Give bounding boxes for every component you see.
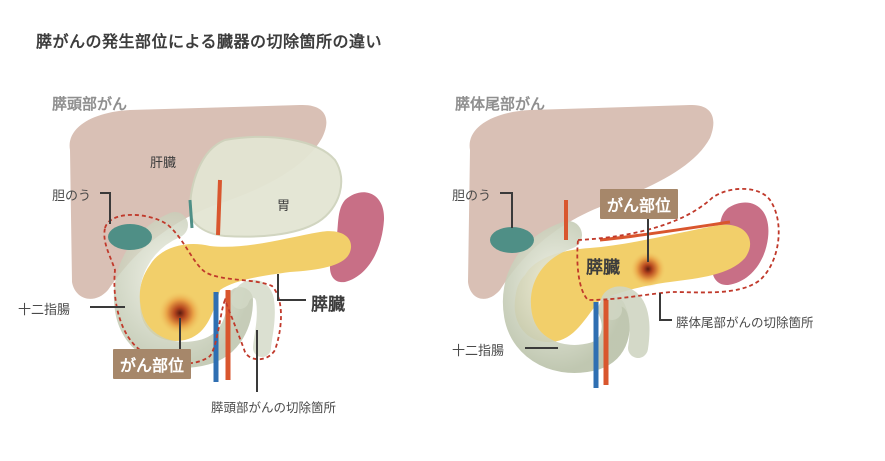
right-label-gallbladder: 胆のう [452, 189, 492, 204]
left-label-resection: 膵頭部がんの切除箇所 [211, 400, 337, 415]
right-tumor [630, 251, 666, 287]
right-label-pancreas: 膵臓 [586, 258, 620, 278]
left-anatomy [69, 104, 385, 392]
right-resection-leader [659, 293, 672, 321]
right-gallbladder-shape [490, 227, 534, 253]
left-label-duodenum: 十二指腸 [18, 303, 71, 318]
right-label-duodenum: 十二指腸 [452, 344, 505, 359]
right-label-resection: 膵体尾部がんの切除箇所 [676, 315, 814, 330]
left-artery-branch [216, 179, 222, 236]
right-artery-splenic [599, 220, 731, 242]
left-jejunum-shape [231, 279, 275, 357]
left-resection-outline [103, 214, 282, 365]
right-duodenum-shape [502, 221, 630, 373]
left-label-stomach: 胃 [277, 199, 291, 214]
left-gallbladder-shape [108, 224, 152, 250]
left-label-liver: 肝臓 [150, 156, 177, 171]
left-label-pancreas: 膵臓 [311, 295, 345, 315]
right-anatomy [468, 104, 780, 388]
page-title: 膵がんの発生部位による臓器の切除箇所の違い [36, 32, 383, 51]
left-panel-heading: 膵頭部がん [52, 95, 128, 113]
left-gallbladder-leader [100, 192, 111, 224]
left-tumor [158, 291, 202, 335]
right-gallbladder-leader [500, 192, 513, 228]
left-pancreas-leader [277, 274, 306, 301]
right-resection-outline [576, 187, 780, 301]
right-panel-heading: 膵体尾部がん [455, 95, 546, 113]
right-cancer-site-tag: がん部位 [600, 189, 679, 219]
right-pancreas-shape [514, 224, 751, 343]
left-stomach-shape [188, 135, 343, 238]
right-jejunum-shape [600, 286, 650, 358]
left-cancer-site-tag: がん部位 [113, 349, 192, 379]
left-label-gallbladder: 胆のう [52, 189, 92, 204]
left-vein-branch [188, 199, 194, 229]
